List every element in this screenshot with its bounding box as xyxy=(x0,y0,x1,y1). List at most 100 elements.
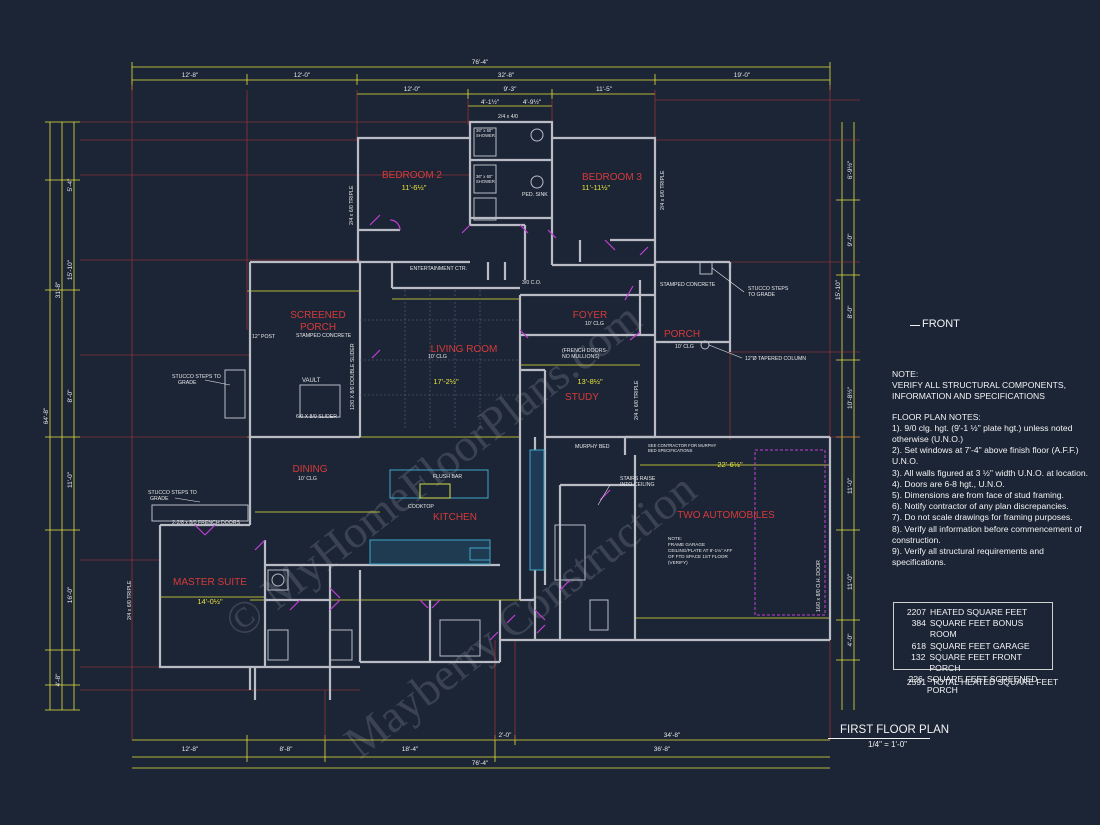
garage-note-4: OF FTD SPACE 1ST FLOOR xyxy=(668,554,728,559)
sqft-label: SQUARE FEET BONUS ROOM xyxy=(929,618,1024,640)
label-three-oc: 3/0 C.O. xyxy=(522,280,541,286)
dim-study: 13'-8½" xyxy=(577,377,603,386)
stucco-steps-line-2: TO GRADE xyxy=(748,292,776,298)
plan-scale: 1/4" = 1'-0" xyxy=(868,740,908,749)
label-cooktop: COOKTOP xyxy=(408,504,434,510)
sqft-label: HEATED SQUARE FEET xyxy=(930,607,1028,617)
right-dim-4: 11'-0" xyxy=(847,477,854,494)
shower-2-line-2: SHOWER xyxy=(476,179,495,184)
top-dim-6: 9'-3" xyxy=(504,86,518,93)
notes-panel: NOTE: VERIFY ALL STRUCTURAL COMPONENTS, … xyxy=(892,369,1092,568)
stairs-raise-line-1: STAIRS RAISE xyxy=(620,476,656,482)
right-dim-6: 15'-10" xyxy=(835,279,842,300)
top-dim-1: 12'-8" xyxy=(182,72,199,79)
dim-garage: 22'-6½" xyxy=(717,460,743,469)
right-dim-7: 8'-0" xyxy=(847,305,854,319)
notes-verify: VERIFY ALL STRUCTURAL COMPONENTS, INFORM… xyxy=(892,380,1066,402)
floor-plan-notes-heading: FLOOR PLAN NOTES: xyxy=(892,411,981,422)
stucco-left-line-1: STUCCO STEPS TO xyxy=(172,374,221,380)
left-dim-2: 15'-10" xyxy=(67,259,74,280)
top-dim-2: 12'-0" xyxy=(294,72,311,79)
top-dim-3: 32'-8" xyxy=(498,72,515,79)
right-dim-2: 9'-0" xyxy=(847,233,854,247)
bottom-dim-1: 12'-8" xyxy=(182,746,199,753)
bottom-dim-2: 8'-8" xyxy=(280,746,294,753)
floor-plan-notes-list: 1). 9/0 clg. hgt. (9'-1 ½" plate hgt.) u… xyxy=(892,423,1092,569)
leaders xyxy=(174,267,745,506)
porch-grid xyxy=(360,290,520,430)
plan-title: FIRST FLOOR PLAN xyxy=(840,724,950,736)
top-dim-7: 11'-5" xyxy=(596,86,613,93)
room-name-bedroom3: BEDROOM 3 xyxy=(582,172,642,183)
stucco-steps-line-1: STUCCO STEPS xyxy=(748,286,789,292)
bottom-dim-4: 36'-8" xyxy=(654,746,671,753)
room-name-screened: SCREENED xyxy=(290,310,346,321)
shower-1-line-2: SHOWER xyxy=(476,133,495,138)
left-dim-5: 5'-4" xyxy=(67,178,74,192)
french-nm-line-2: NO MULLIONS) xyxy=(562,354,600,360)
room-name-porch: PORCH xyxy=(300,322,336,333)
garage-note-2: FRAME GARAGE xyxy=(668,542,705,547)
garage-parking xyxy=(754,449,826,616)
garage-note-5: (VERIFY) xyxy=(668,560,688,565)
note-item: 7). Do not scale drawings for framing pu… xyxy=(892,512,1073,523)
label-post: 12" POST xyxy=(252,334,276,340)
left-dim-overall: 64'-8" xyxy=(43,407,50,424)
note-item: 6). Notify contractor of any plan discre… xyxy=(892,501,1069,512)
dimension-text: 76'-4" 12'-8" 12'-0" 32'-8" 19'-0" 12'-0… xyxy=(182,59,751,767)
label-murphy-bed: MURPHY BED xyxy=(575,444,610,450)
label-shower-1: 36" x 60"SHOWER xyxy=(476,128,495,138)
label-ten-clg-3: 10' CLG xyxy=(675,344,694,350)
french-nm-line-1: (FRENCH DOORS- xyxy=(562,348,608,354)
label-double-slider: 12/0 X 8/0 DOUBLE SLIDER xyxy=(350,343,356,410)
left-dim-1: 31'-8" xyxy=(55,281,62,298)
sqft-label: SQUARE FEET SCREENED PORCH xyxy=(926,674,1038,696)
note-item: 5). Dimensions are from face of stud fra… xyxy=(892,490,1064,501)
front-label: FRONT xyxy=(922,318,960,330)
walls xyxy=(158,120,832,700)
label-triple-door-left: 2/4 x 6/0 TRIPLE xyxy=(127,580,133,620)
label-triple-door-bed2: 2/4 x 6/0 TRIPLE xyxy=(349,185,355,225)
garage-note-3: CEILING/PLATE AT 8'-1⅛" AFF xyxy=(668,548,732,553)
label-two-by-four: 2/4 x 4/0 xyxy=(498,114,518,120)
room-name-kitchen: KITCHEN xyxy=(433,512,477,523)
sqft-value: 384 xyxy=(911,618,926,629)
door-swings xyxy=(194,214,649,641)
sqft-value: 618 xyxy=(911,640,926,651)
total-value: 2591 xyxy=(906,677,926,687)
vertical-labels: 12/0 X 8/0 DOUBLE SLIDER 16/0 x 8/0 O.H.… xyxy=(127,170,822,620)
top-dim-4: 19'-0" xyxy=(734,72,751,79)
room-labels: BEDROOM 2 BEDROOM 3 SCREENED PORCH LIVIN… xyxy=(173,170,775,588)
see-contractor-2: BED SPECIFICATIONS xyxy=(648,448,693,453)
dim-master: 14'-0½" xyxy=(197,597,223,606)
room-name-study: STUDY xyxy=(565,392,599,403)
room-name-garage: TWO AUTOMOBILES xyxy=(677,510,775,521)
right-dim-3: 10'-8½" xyxy=(846,386,854,409)
bottom-dim-3: 18'-4" xyxy=(402,746,419,753)
small-labels: ENTERTAINMENT CTR. STAMPED CONCRETE STAM… xyxy=(172,114,806,526)
note-item: 9). Verify all structural requirements a… xyxy=(892,546,1044,568)
top-dim-5: 12'-0" xyxy=(404,86,421,93)
room-name-bedroom2: BEDROOM 2 xyxy=(382,170,442,181)
stucco-dining-line-2: GRADE xyxy=(150,496,169,502)
note-item: 2). Set windows at 7'-4" above finish fl… xyxy=(892,445,1079,467)
shower-1-line-1: 36" x 60" xyxy=(476,128,493,133)
dim-bed3: 11'-11½" xyxy=(582,183,611,192)
label-french-doors: 2-2/8 x 8/0 FRENCH DOORS xyxy=(172,520,241,526)
label-shower-2: 36" x 60"SHOWER xyxy=(476,174,495,184)
top-dim-9: 4'-9½" xyxy=(523,98,542,106)
bottom-dim-overall: 76'-4" xyxy=(472,760,489,767)
fixtures-grey xyxy=(151,127,713,661)
north-front-arrow-icon xyxy=(910,325,920,326)
